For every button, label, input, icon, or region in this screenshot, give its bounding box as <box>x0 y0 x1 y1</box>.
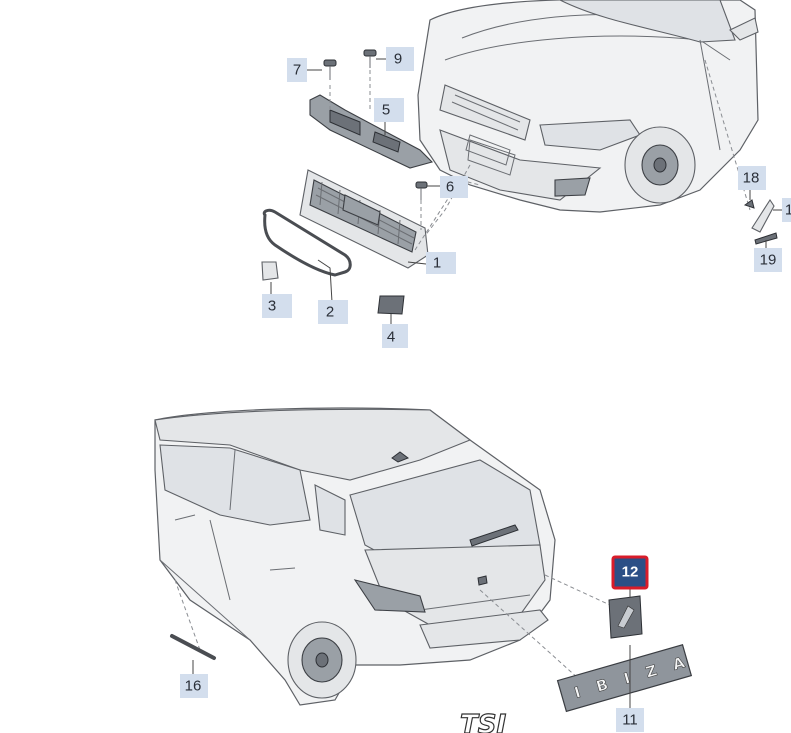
engine-badge-text: TSI <box>460 710 506 733</box>
svg-text:6: 6 <box>446 179 454 196</box>
svg-text:12: 12 <box>622 564 639 581</box>
logo-badge-part <box>608 595 643 639</box>
svg-text:16: 16 <box>185 678 202 695</box>
callout-5[interactable]: 5 <box>374 98 404 122</box>
svg-text:4: 4 <box>387 329 395 346</box>
callout-12[interactable]: 12 <box>611 555 649 590</box>
grille-exploded-view <box>261 49 481 315</box>
callout-3[interactable]: 3 <box>262 294 292 318</box>
svg-text:3: 3 <box>268 298 276 315</box>
svg-text:9: 9 <box>394 51 402 68</box>
leader-lines <box>192 58 785 708</box>
callout-16[interactable]: 16 <box>180 674 208 698</box>
callout-9[interactable]: 9 <box>386 47 414 71</box>
svg-text:5: 5 <box>382 102 390 119</box>
svg-text:19: 19 <box>760 252 777 269</box>
callout-7[interactable]: 7 <box>287 58 307 82</box>
callout-1[interactable]: 1 <box>426 252 456 274</box>
front-car-illustration <box>409 0 759 256</box>
side-trim-parts <box>743 198 778 245</box>
callout-4[interactable]: 4 <box>382 324 408 348</box>
svg-text:2: 2 <box>326 304 334 321</box>
callout-19[interactable]: 19 <box>754 248 782 272</box>
svg-text:1: 1 <box>433 255 441 272</box>
model-lettering-part: I B I Z A <box>556 644 693 713</box>
callout-18[interactable]: 18 <box>738 166 766 190</box>
svg-text:1: 1 <box>785 202 791 219</box>
svg-text:11: 11 <box>622 712 638 729</box>
side-trim-strip <box>170 634 216 660</box>
callout-2[interactable]: 2 <box>318 300 348 324</box>
svg-text:18: 18 <box>743 170 760 187</box>
callout-1-side[interactable]: 1 <box>782 198 791 222</box>
callout-11[interactable]: 11 <box>616 708 644 732</box>
svg-text:7: 7 <box>293 62 301 79</box>
rear-car-illustration <box>154 407 611 706</box>
callout-6[interactable]: 6 <box>440 176 468 198</box>
